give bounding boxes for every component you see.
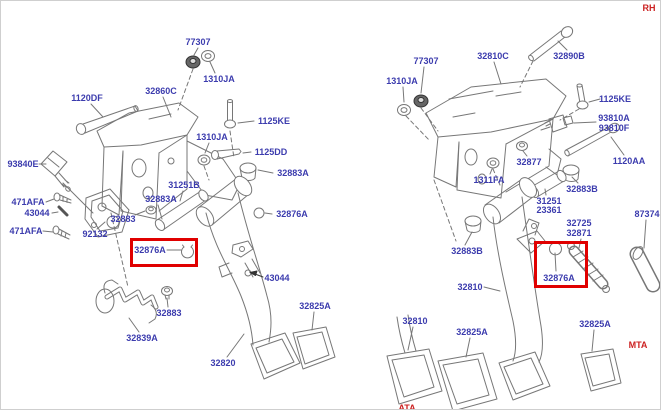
lh-rod-31251b bbox=[154, 189, 209, 231]
lh-spring-32839a bbox=[95, 279, 159, 324]
lh-plate-92132 bbox=[62, 182, 130, 238]
lh-part-label-31251b: 31251B bbox=[168, 180, 200, 190]
lh-bolt-1125ke bbox=[224, 99, 236, 129]
rh-bolt-1125ke bbox=[576, 83, 589, 110]
rh-part-label-32825a: 32825A bbox=[579, 319, 611, 329]
lh-arrow-43044 bbox=[249, 270, 264, 278]
lh-part-label-32883: 32883 bbox=[156, 308, 182, 318]
rh-leader-lines bbox=[402, 40, 647, 358]
lh-pedal-arm-32820 bbox=[205, 192, 301, 380]
lh-part-label-32876a: 32876A bbox=[134, 245, 166, 255]
rh-part-label-32890b: 32890B bbox=[553, 51, 585, 61]
rh-bushing-32883b-lower bbox=[464, 215, 482, 234]
lh-part-label-32839a: 32839A bbox=[126, 333, 158, 343]
lh-part-label-471afa: 471AFA bbox=[9, 226, 43, 236]
lh-bolt-1120df bbox=[75, 105, 139, 135]
lh-leader-lines bbox=[38, 47, 315, 358]
rh-part-label-32810c: 32810C bbox=[477, 51, 509, 61]
rh-part-label-1311fa: 1311FA bbox=[473, 175, 505, 185]
rh-part-label-32810: 32810 bbox=[457, 282, 483, 292]
rh-part-label-32883b: 32883B bbox=[451, 246, 483, 256]
rh-nut-1311fa bbox=[486, 157, 500, 169]
lh-part-label-32825a: 32825A bbox=[299, 301, 331, 311]
highlight-box-32876a-lh bbox=[130, 238, 198, 267]
rh-clutch-pedal-stub bbox=[386, 314, 443, 405]
lh-part-label-92132: 92132 bbox=[82, 229, 108, 239]
lh-part-label-32883a: 32883A bbox=[277, 168, 309, 178]
lh-part-label-43044: 43044 bbox=[24, 208, 50, 218]
red-tag-mta: MTA bbox=[628, 340, 648, 350]
lh-part-label-1120df: 1120DF bbox=[71, 93, 103, 103]
lh-part-label-1310ja: 1310JA bbox=[196, 132, 228, 142]
rh-part-label-32871: 32871 bbox=[566, 228, 592, 238]
lh-pad-32825a bbox=[292, 326, 336, 370]
rh-pad-87374 bbox=[629, 246, 660, 293]
rh-part-label-87374: 87374 bbox=[634, 209, 660, 219]
lh-part-label-1310ja: 1310JA bbox=[203, 74, 235, 84]
highlight-box-32876a-rh bbox=[534, 241, 588, 288]
lh-snap-ring-32876a bbox=[181, 244, 194, 259]
lh-nut-1310ja-top bbox=[201, 50, 215, 62]
rh-bolt-1120aa bbox=[564, 122, 620, 157]
lh-pivot-tube bbox=[195, 175, 253, 227]
rh-part-label-77307: 77307 bbox=[413, 56, 439, 66]
rh-part-label-32725: 32725 bbox=[566, 218, 592, 228]
rh-pivot-tube bbox=[482, 177, 538, 225]
rh-bushing-32883b-upper bbox=[562, 164, 580, 183]
rh-pad-32825a-mid bbox=[437, 352, 498, 409]
rh-part-label-1120aa: 1120AA bbox=[612, 156, 646, 166]
rh-part-label-32883b: 32883B bbox=[566, 184, 598, 194]
rh-part-label-1310ja: 1310JA bbox=[386, 76, 418, 86]
rh-nut-1310ja bbox=[397, 104, 411, 116]
rh-part-label-32876a: 32876A bbox=[543, 273, 575, 283]
rh-stop-switch-93810 bbox=[544, 114, 574, 133]
lh-stop-switch-93840e bbox=[40, 150, 71, 192]
lh-part-label-32820: 32820 bbox=[210, 358, 236, 368]
rh-pad-32825a-right bbox=[580, 348, 622, 392]
lh-nut-32883-upper bbox=[145, 205, 157, 215]
lh-part-label-43044: 43044 bbox=[264, 273, 290, 283]
red-tag-ata: ATA bbox=[398, 403, 416, 410]
rh-part-label-1125ke: 1125KE bbox=[598, 94, 632, 104]
lh-part-label-471afa: 471AFA bbox=[11, 197, 45, 207]
rh-part-label-32825a: 32825A bbox=[456, 327, 488, 337]
lh-part-label-1125dd: 1125DD bbox=[254, 147, 288, 157]
lh-clevis-32871a bbox=[231, 240, 254, 258]
rh-bolt-32890b bbox=[528, 26, 574, 62]
lh-bolt-1125dd bbox=[211, 148, 242, 160]
lh-oring-32876a bbox=[253, 207, 265, 219]
rh-spring-32725 bbox=[567, 242, 610, 293]
lh-nut-1310ja-mid bbox=[197, 154, 211, 166]
red-tag-rh: RH bbox=[642, 3, 656, 13]
lh-part-label-32860c: 32860C bbox=[145, 86, 177, 96]
lh-pin-43044 bbox=[57, 205, 69, 217]
rh-nut-32877 bbox=[516, 141, 528, 151]
lh-assembly-lines bbox=[110, 68, 235, 288]
rh-part-label-32877: 32877 bbox=[516, 157, 542, 167]
lh-part-label-77307: 77307 bbox=[185, 37, 211, 47]
rh-grommet-77307 bbox=[413, 94, 429, 108]
rh-part-label-31251: 31251 bbox=[536, 196, 562, 206]
lh-screw-471afa-1 bbox=[53, 192, 72, 204]
lh-part-label-32883: 32883 bbox=[110, 214, 136, 224]
rh-part-label-93810f: 93810F bbox=[598, 123, 630, 133]
rh-pedal-arm-32810 bbox=[492, 196, 551, 401]
rh-part-label-23361: 23361 bbox=[536, 205, 562, 215]
lh-part-label-32883a: 32883A bbox=[145, 194, 177, 204]
rh-part-label-32810: 32810 bbox=[402, 316, 428, 326]
lh-part-label-32876a: 32876A bbox=[276, 209, 308, 219]
lh-grommet-77307 bbox=[185, 55, 201, 69]
lh-part-label-1125ke: 1125KE bbox=[257, 116, 291, 126]
lh-part-label-93840e: 93840E bbox=[7, 159, 39, 169]
rh-part-label-93810a: 93810A bbox=[598, 113, 630, 123]
lh-nut-32883-lower bbox=[161, 286, 173, 300]
lh-screw-471afa-2 bbox=[52, 225, 71, 240]
